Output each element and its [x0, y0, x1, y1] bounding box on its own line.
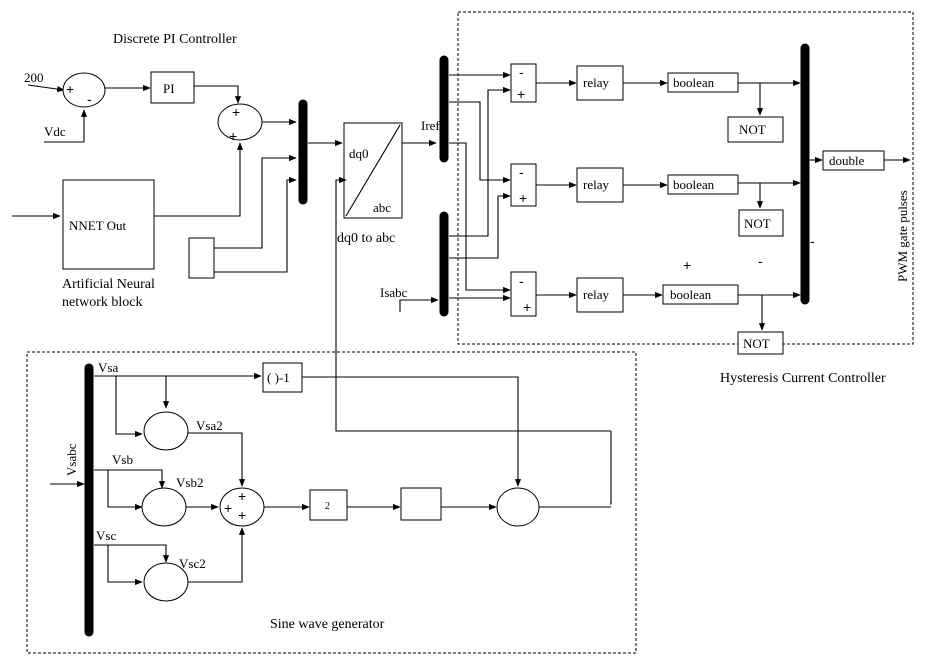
- theta-return-wire-1: [610, 431, 612, 505]
- pi-block-label: PI: [163, 81, 175, 96]
- boolean-phase-b: [667, 174, 739, 195]
- sos-plus-top: +: [238, 488, 246, 504]
- recip-to-divide-wire: [302, 376, 522, 487]
- boolean-a-label: boolean: [673, 75, 715, 90]
- relay-phase-b: [576, 167, 624, 203]
- hysteresis-caption: Hysteresis Current Controller: [720, 371, 886, 386]
- sos-plus-left: +: [224, 500, 232, 516]
- error-sum-junction: [62, 72, 106, 108]
- vsabc-label: Vsabc: [64, 443, 79, 476]
- vsa2-label: Vsa2: [196, 418, 223, 433]
- current-sum-plus-bottom: +: [229, 128, 237, 144]
- setpoint-wire: [27, 84, 65, 93]
- theta-return-wire-2: [335, 176, 611, 432]
- ann-caption-line1: Artificial Neural: [62, 277, 155, 292]
- sqrt-block: [400, 487, 442, 521]
- not-a-label: NOT: [739, 122, 766, 137]
- const-wire-1: [214, 154, 297, 249]
- relay-c-label: relay: [583, 287, 609, 302]
- isabc-a-wire: [449, 86, 511, 237]
- pi-out-wire: [194, 85, 242, 104]
- sum-a-plus: +: [517, 86, 525, 102]
- hysteresis-frame: [457, 11, 914, 345]
- vsa-label: Vsa: [98, 360, 118, 375]
- isabc-label: Isabc: [380, 285, 408, 300]
- setpoint-label: 200: [24, 70, 44, 85]
- reciprocal-label: ( )-1: [267, 370, 290, 385]
- vsa-square-product: [143, 411, 189, 451]
- vsc-mult-in-2: [107, 545, 143, 586]
- vsb2-label: Vsb2: [176, 475, 203, 490]
- sine-caption: Sine wave generator: [270, 617, 385, 632]
- vdc-label: Vdc: [44, 124, 66, 139]
- constant-block: [188, 237, 215, 279]
- sum-phase-a: [510, 63, 537, 103]
- stray-minus-2: -: [810, 233, 815, 249]
- transform-caption: dq0 to abc: [337, 231, 395, 246]
- iref-c-wire: [449, 142, 511, 294]
- const-wire-2: [214, 176, 297, 273]
- not-b-label: NOT: [744, 216, 771, 231]
- abc-label: abc: [373, 200, 391, 215]
- error-sum-minus: -: [87, 91, 92, 107]
- gain-block: [309, 489, 348, 521]
- not-phase-c: [737, 331, 784, 355]
- vsa2-wire: [188, 432, 246, 487]
- not-phase-a: [727, 116, 784, 143]
- relay-b-label: relay: [583, 177, 609, 192]
- sum-b-plus: +: [519, 190, 527, 206]
- normalize-product: [496, 487, 540, 527]
- sum-c-minus: -: [519, 273, 524, 289]
- double-label: double: [829, 153, 865, 168]
- vsb-mult-in-2: [107, 470, 143, 511]
- relay-phase-c: [576, 277, 624, 313]
- vsb-square-product: [141, 487, 187, 527]
- stray-minus: -: [758, 253, 763, 269]
- sum-a-minus: -: [519, 64, 524, 80]
- relay-a-label: relay: [583, 75, 609, 90]
- stray-plus: +: [683, 257, 691, 273]
- iref-b-wire: [449, 101, 511, 184]
- pi-section-title: Discrete PI Controller: [113, 32, 237, 47]
- vsc2-label: Vsc2: [179, 556, 206, 571]
- vsc-label: Vsc: [96, 528, 116, 543]
- boolean-c-label: boolean: [670, 287, 712, 302]
- ann-caption-line2: network block: [62, 295, 142, 310]
- error-sum-plus: +: [66, 81, 74, 97]
- nnet-block: [62, 179, 155, 270]
- current-sum-plus-top: +: [232, 104, 240, 120]
- not-phase-b: [738, 209, 784, 237]
- sum-phase-b: [510, 163, 537, 207]
- ann-out-wire: [154, 142, 244, 217]
- sum-phase-c: [510, 271, 537, 317]
- boolean-b-label: boolean: [673, 177, 715, 192]
- sum-c-plus: +: [523, 299, 531, 315]
- reciprocal-block: [262, 362, 303, 393]
- transform-diagonal: [345, 124, 401, 217]
- nnet-block-label: NNET Out: [69, 218, 127, 233]
- pi-block: [150, 71, 195, 104]
- sum-b-minus: -: [519, 164, 524, 180]
- iref-label: Iref: [421, 118, 440, 133]
- vsc2-wire: [188, 527, 246, 583]
- gain-label: 2: [325, 501, 330, 512]
- vsb-mult-in-1: [94, 469, 166, 489]
- vsb-label: Vsb: [112, 452, 133, 467]
- vsc-mult-in-1: [94, 544, 170, 563]
- pwm-label: PWM gate pulses: [895, 190, 910, 282]
- isabc-wire: [399, 296, 439, 312]
- not-c-label: NOT: [743, 336, 770, 351]
- dq0-label: dq0: [349, 146, 369, 161]
- isabc-b-wire: [449, 192, 511, 259]
- sos-plus-bottom: +: [238, 507, 246, 523]
- vsa-mult-in-2: [115, 376, 143, 438]
